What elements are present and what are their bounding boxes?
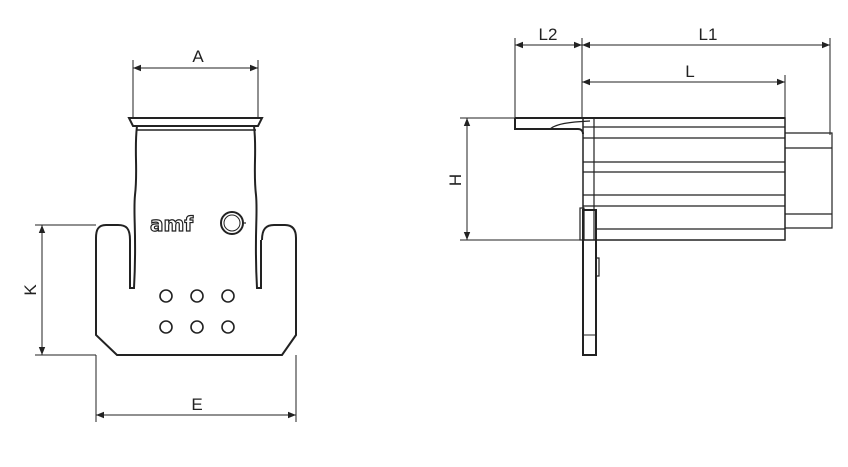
ribs [583,126,785,230]
dimension-k [35,224,96,356]
dimension-a-label: A [192,47,204,66]
dimension-e-label: E [191,395,202,414]
amf-logo: amf [149,211,246,237]
body-left-side [129,125,138,289]
top-flange [127,117,264,127]
vertical-plate [582,209,597,356]
logo-text: amf [150,212,193,236]
side-view: L2 L1 L H [446,25,833,356]
dimension-e [95,355,297,422]
holes [159,289,235,334]
dimension-l-label: L [685,62,694,81]
dimension-k-label: K [21,284,40,296]
dimension-l1-label: L1 [699,25,718,44]
dimension-lines [460,38,831,241]
body-right-side [253,125,262,289]
front-view: A amf K [21,47,297,422]
end-extension [785,132,833,229]
plate-outline [95,224,297,356]
dimension-a [132,60,259,118]
body [582,117,786,241]
dimension-h-label: H [446,174,465,186]
dimension-l2-label: L2 [539,25,558,44]
